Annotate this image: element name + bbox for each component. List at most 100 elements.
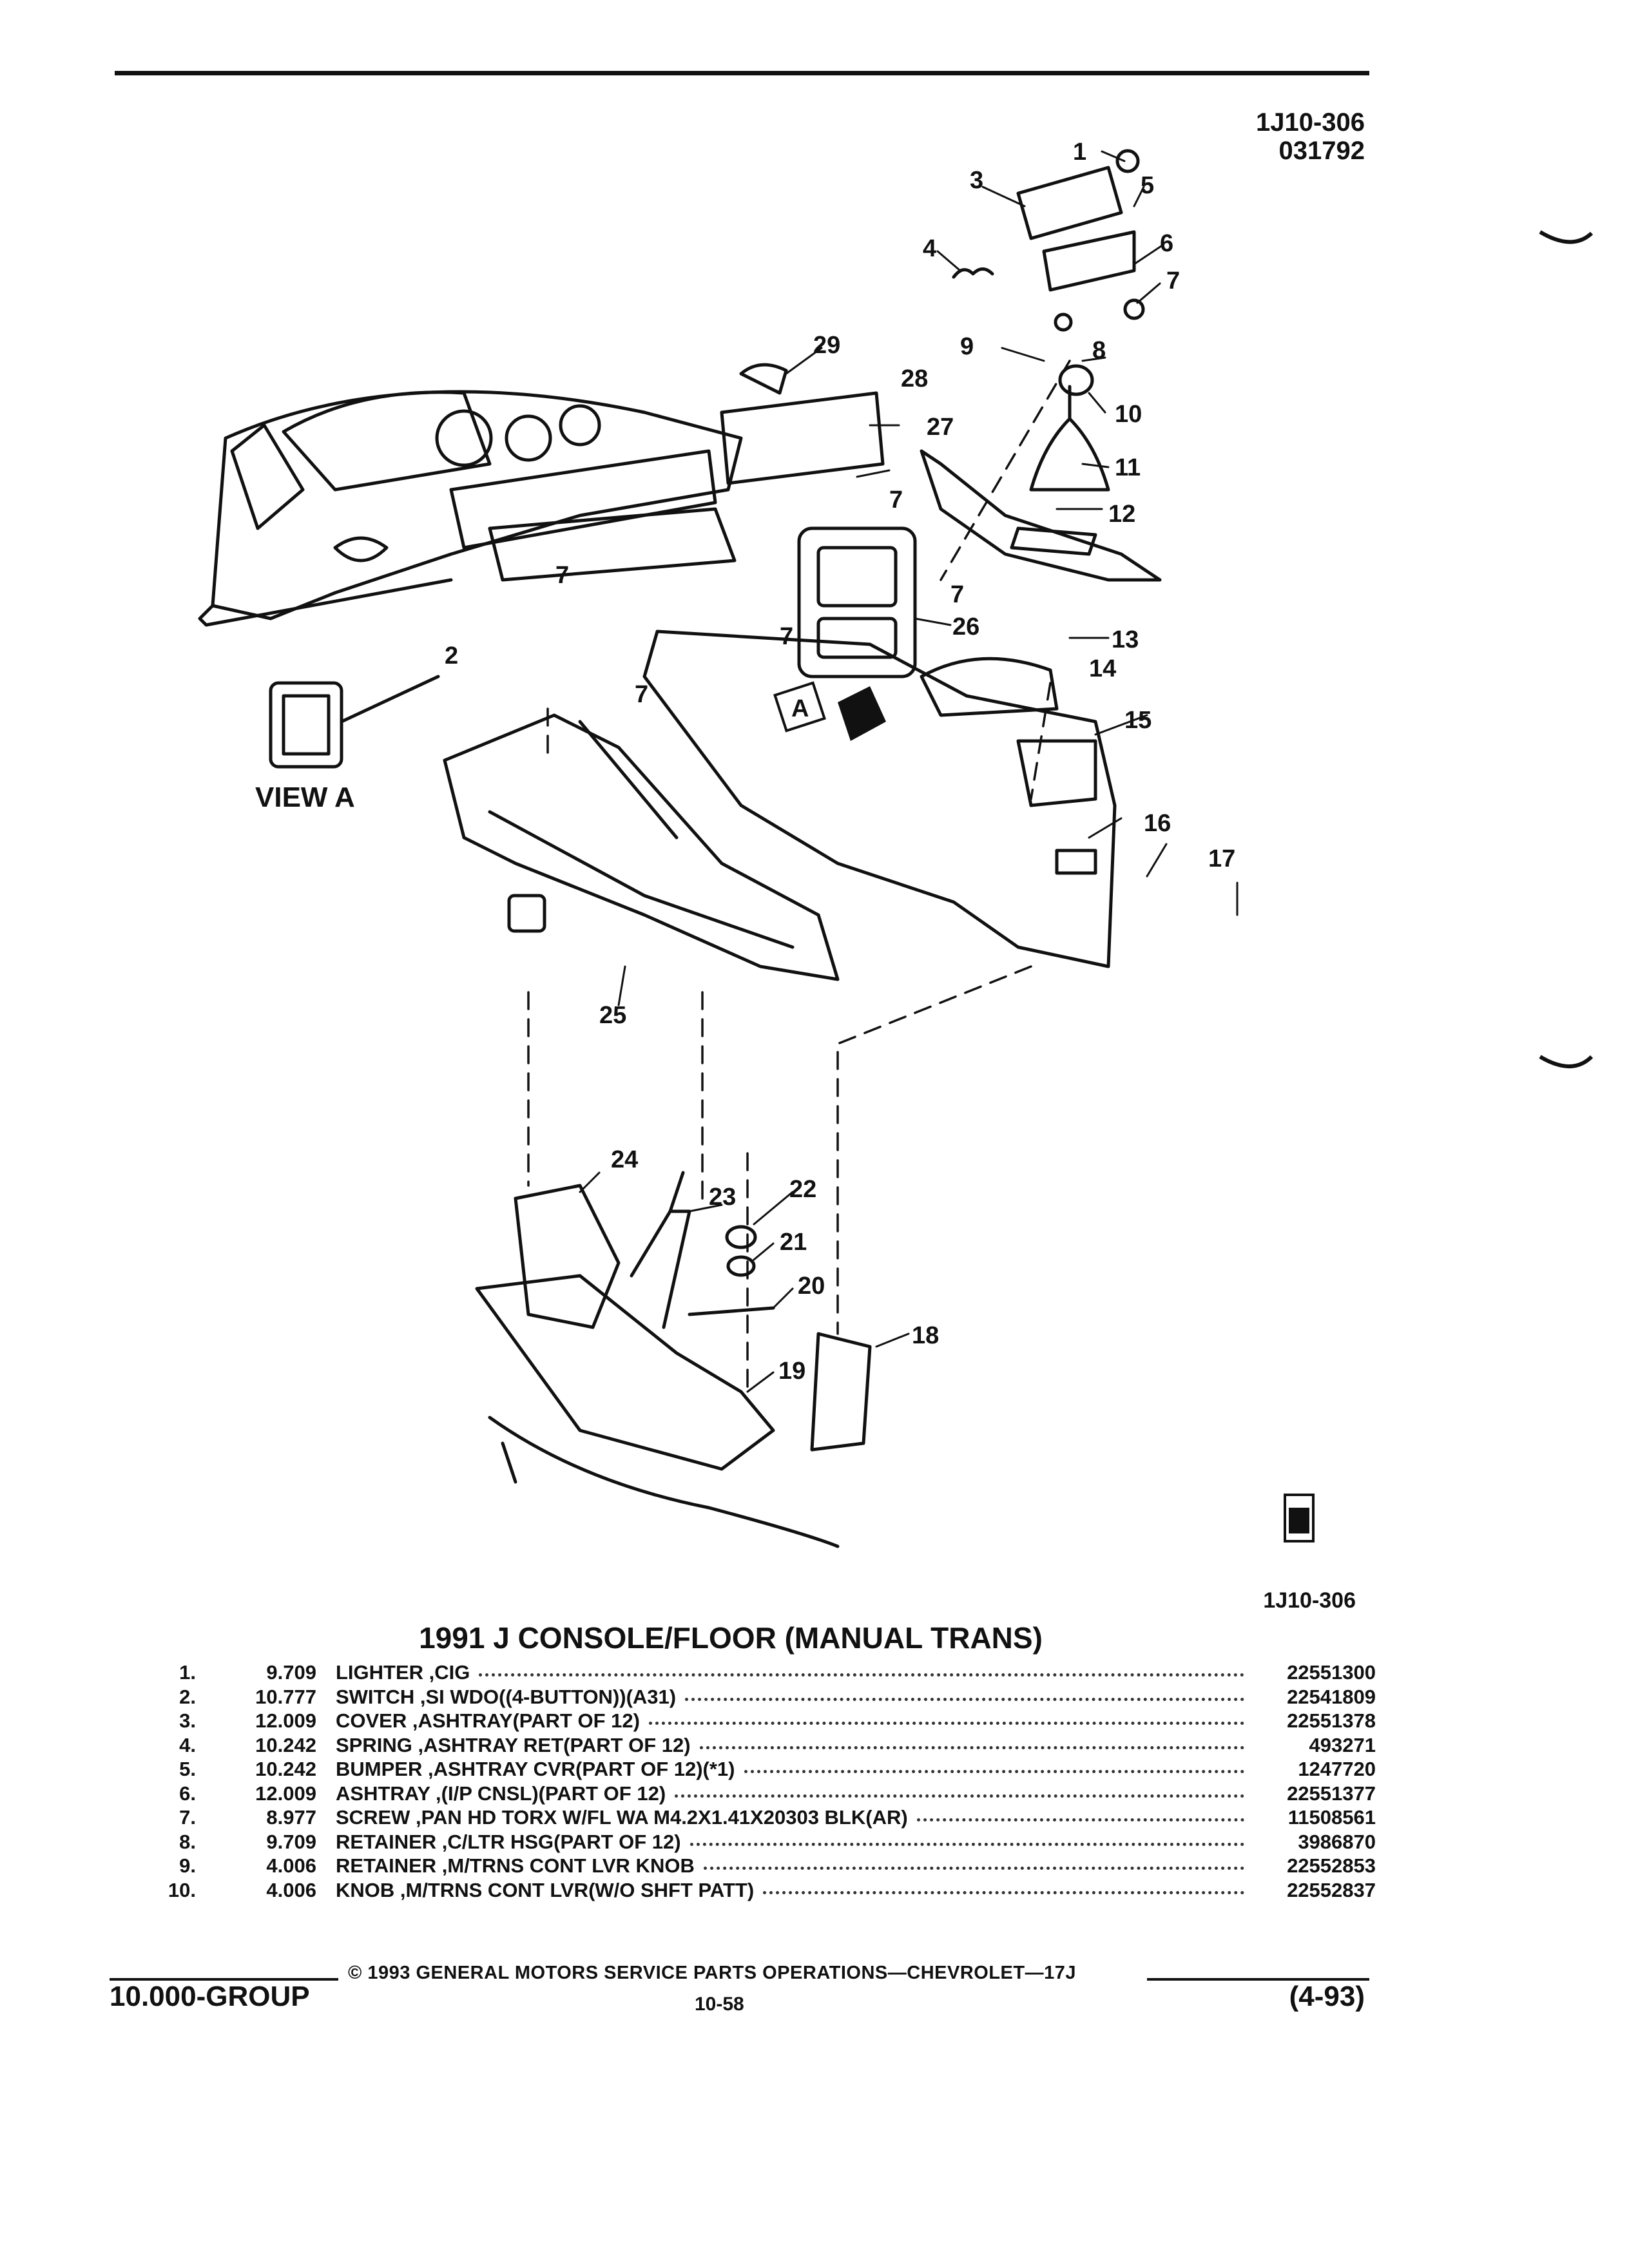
callout-7c: 7 <box>555 562 569 589</box>
part-item-number: 5. <box>179 1758 196 1780</box>
parts-row: 3. 12.009 COVER ,ASHTRAY(PART OF 12) 225513… <box>155 1709 1376 1734</box>
part-group-number: 12.009 <box>255 1709 316 1732</box>
figure-reference: 1J10-306 <box>1263 1588 1356 1613</box>
part-number: 22541809 <box>1287 1685 1376 1708</box>
part-description: LIGHTER ,CIG <box>336 1661 470 1684</box>
callout-5: 5 <box>1141 172 1154 199</box>
part-item-number: 4. <box>179 1733 196 1756</box>
leader-dots <box>744 1770 1244 1773</box>
header-rule <box>115 71 1369 75</box>
callout-23: 23 <box>709 1184 736 1211</box>
callout-14: 14 <box>1089 655 1116 682</box>
part-description: BUMPER ,ASHTRAY CVR(PART OF 12)(*1) <box>336 1758 735 1780</box>
group-number: 10.000-GROUP <box>110 1981 310 2012</box>
callout-7: 7 <box>1166 267 1180 294</box>
callout-15: 15 <box>1124 707 1152 734</box>
part-item-number: 8. <box>179 1830 196 1853</box>
part-item-number: 2. <box>179 1685 196 1708</box>
leader-dots <box>699 1745 1244 1749</box>
callout-2: 2 <box>445 642 458 669</box>
part-group-number: 10.242 <box>255 1733 316 1756</box>
gm-spo-logo <box>1284 1494 1315 1542</box>
view-a-marker: A <box>773 681 886 741</box>
binding-mark-2 <box>1539 1055 1594 1068</box>
view-a-letter: A <box>791 695 809 722</box>
date-code: 031792 <box>1278 137 1365 165</box>
parts-row: 6. 12.009 ASHTRAY ,(I/P CNSL)(PART OF 12) 2… <box>155 1782 1376 1807</box>
leader-dots <box>703 1867 1244 1870</box>
revision-date: (4-93) <box>1289 1981 1365 2012</box>
part-item-number: 7. <box>179 1806 196 1829</box>
rear-console-drawing <box>642 629 1117 968</box>
callout-24: 24 <box>611 1146 638 1173</box>
part-group-number: 4.006 <box>266 1854 316 1877</box>
part-group-number: 8.977 <box>266 1806 316 1829</box>
part-item-number: 10. <box>168 1878 196 1901</box>
exploded-parts-diagram: A 1 2 3 4 5 6 7 8 9 10 11 12 13 14 15 16… <box>198 139 1594 1548</box>
part-item-number: 6. <box>179 1782 196 1805</box>
copyright-line: © 1993 GENERAL MOTORS SERVICE PARTS OPER… <box>348 1963 1076 1983</box>
part-group-number: 10.777 <box>255 1685 316 1708</box>
diagram-code: 1J10-306 <box>1255 108 1365 137</box>
part-description: SPRING ,ASHTRAY RET(PART OF 12) <box>336 1733 691 1756</box>
front-console-drawing <box>443 713 840 981</box>
leader-dots <box>763 1890 1244 1894</box>
callout-25: 25 <box>599 1002 626 1029</box>
part-description: RETAINER ,C/LTR HSG(PART OF 12) <box>336 1830 681 1853</box>
callout-9: 9 <box>960 333 974 360</box>
part-description: SWITCH ,SI WDO((4-BUTTON))(A31) <box>336 1685 677 1708</box>
callout-28: 28 <box>901 365 928 392</box>
callout-1: 1 <box>1073 139 1086 166</box>
ashtray-assembly-drawing <box>952 149 1145 332</box>
leader-dots <box>479 1673 1244 1677</box>
footer-rule-right <box>1147 1978 1369 1981</box>
binding-mark-1 <box>1539 230 1594 244</box>
callout-7d: 7 <box>780 623 793 650</box>
view-a-label: VIEW A <box>255 782 355 813</box>
part-number: 22551378 <box>1287 1709 1376 1732</box>
shifter-mechanism-drawing <box>475 1171 872 1548</box>
leader-dots <box>675 1794 1244 1798</box>
callout-16: 16 <box>1144 810 1171 837</box>
part-group-number: 9.709 <box>266 1830 316 1853</box>
callout-18: 18 <box>912 1322 939 1349</box>
part-description: RETAINER ,M/TRNS CONT LVR KNOB <box>336 1854 695 1877</box>
callout-22: 22 <box>789 1176 816 1203</box>
part-description: COVER ,ASHTRAY(PART OF 12) <box>336 1709 640 1732</box>
leader-dots <box>689 1842 1244 1846</box>
leader-dots <box>648 1722 1244 1725</box>
parts-row: 4. 10.242 SPRING ,ASHTRAY RET(PART OF 12) 4… <box>155 1734 1376 1758</box>
callout-20: 20 <box>798 1273 825 1300</box>
callout-3: 3 <box>970 167 983 194</box>
part-description: ASHTRAY ,(I/P CNSL)(PART OF 12) <box>336 1782 666 1805</box>
page-number: 10-58 <box>695 1994 744 2015</box>
part-number: 3986870 <box>1298 1830 1376 1853</box>
callout-11: 11 <box>1115 454 1141 481</box>
part-number: 1247720 <box>1298 1758 1376 1780</box>
callout-6: 6 <box>1160 230 1173 257</box>
part-number: 22551377 <box>1287 1782 1376 1805</box>
part-item-number: 3. <box>179 1709 196 1732</box>
callout-29: 29 <box>813 332 840 359</box>
part-number: 493271 <box>1309 1733 1376 1756</box>
callout-21: 21 <box>780 1229 807 1256</box>
part-group-number: 12.009 <box>255 1782 316 1805</box>
radio-bezel-drawing <box>720 363 917 678</box>
callout-27: 27 <box>927 414 954 441</box>
part-group-number: 4.006 <box>266 1878 316 1901</box>
parts-list-title: 1991 J CONSOLE/FLOOR (MANUAL TRANS) <box>0 1620 1629 1655</box>
callout-17: 17 <box>1208 845 1235 872</box>
part-number: 22552837 <box>1287 1878 1376 1901</box>
parts-list-title-text: 1991 J CONSOLE/FLOOR (MANUAL TRANS) <box>419 1621 1043 1655</box>
callout-7f: 7 <box>635 681 648 708</box>
callout-7e: 7 <box>950 581 964 608</box>
callout-13: 13 <box>1112 626 1139 653</box>
window-switch-view-a <box>269 675 440 769</box>
callout-4: 4 <box>923 235 936 262</box>
footer-rule-left <box>110 1978 338 1981</box>
